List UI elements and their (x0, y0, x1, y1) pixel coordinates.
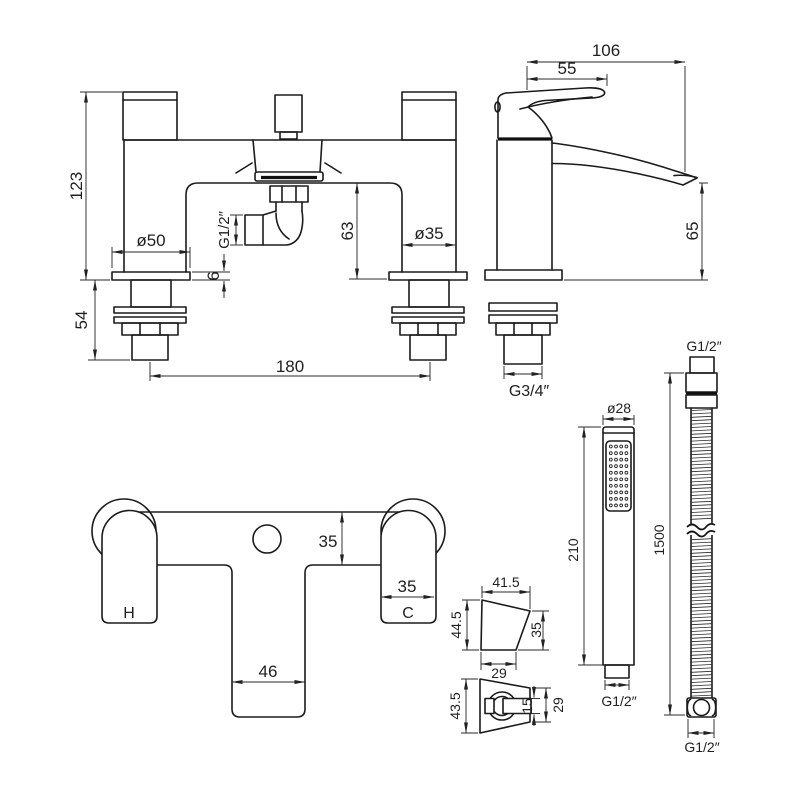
dim-deck-to-body: 63 (338, 222, 357, 241)
front-left-tail (113, 279, 187, 361)
dim-base-plate-thickness: 6 (204, 271, 223, 280)
dim-spout-height: 65 (683, 222, 702, 241)
handle-pivot-cap (494, 101, 501, 113)
bracket-front-dimensions: 43.5 15 29 (447, 678, 566, 734)
dim-left-base-diameter: ø50 (136, 231, 165, 250)
diverter-knob (274, 94, 303, 133)
dim-bracket-top-width: 41.5 (492, 574, 519, 590)
spray-dots (608, 444, 629, 508)
dim-overall-depth: 106 (592, 41, 620, 60)
bracket-clip-bar (502, 697, 532, 715)
front-right-tail (391, 279, 465, 361)
dim-bracket-back-height: 35 (528, 622, 544, 638)
bracket-clip-hinge (484, 697, 495, 715)
front-view-outline (111, 91, 468, 361)
dim-handset-head-diameter: ø28 (607, 400, 631, 416)
dim-hose-top-thread: G1/2″ (686, 338, 721, 354)
shower-outlet-elbow (244, 210, 304, 246)
dim-right-base-diameter: ø35 (414, 224, 443, 243)
dim-handset-length: 210 (565, 538, 581, 562)
handset-body (602, 426, 635, 666)
bracket-front-view: 43.5 15 29 (447, 678, 566, 734)
dim-body-depth: 35 (319, 532, 338, 551)
plan-hot-handle (101, 509, 158, 624)
cold-label: C (402, 605, 414, 622)
dim-shower-outlet-thread: G1/2″ (216, 210, 233, 249)
dim-inlet-centres: 180 (276, 357, 304, 376)
dim-inlet-thread: G3/4″ (509, 383, 550, 400)
plan-view-dimensions: 35 35 46 (231, 511, 435, 685)
handset-connector-nut (604, 664, 630, 679)
dim-hose-bottom-thread: G1/2″ (684, 739, 719, 755)
dim-bracket-front-height: 44.5 (448, 611, 464, 638)
dim-handle-length: 55 (558, 59, 577, 78)
bracket-side-outline (480, 599, 531, 651)
handset-dimensions: ø28 210 G1/2″ (565, 400, 637, 709)
hose-tube (685, 407, 718, 699)
dim-handle-width: 35 (398, 577, 417, 596)
front-view: 123 54 ø50 6 ø35 63 (67, 91, 468, 381)
side-spout (551, 142, 698, 186)
side-view: 106 55 65 G3/4″ (484, 41, 708, 400)
dim-tail-length: 54 (72, 311, 91, 330)
hose-top-connector (685, 356, 718, 409)
plan-diverter-knob (252, 524, 282, 554)
plan-view: H C 35 35 46 (91, 498, 446, 718)
handset-view: ø28 210 G1/2″ (565, 400, 637, 709)
dim-hose-length: 1500 (651, 524, 667, 555)
dim-bracket-clip-slot: 15 (519, 698, 535, 714)
dim-bracket-height: 43.5 (447, 692, 463, 719)
handset-spray-face (605, 440, 632, 512)
dim-overall-height: 123 (67, 172, 86, 200)
plan-body (137, 511, 418, 718)
diverter-housing (254, 171, 324, 182)
dim-handset-thread: G1/2″ (601, 693, 636, 709)
dim-bracket-base-width: 29 (491, 665, 507, 681)
hose-view: G1/2″ 1500 (651, 338, 722, 755)
hose-break-mark (686, 522, 716, 531)
hot-label: H (123, 605, 135, 622)
bracket-side-view: 41.5 44.5 35 29 (448, 574, 549, 681)
front-view-dimensions: 123 54 ø50 6 ø35 63 (67, 91, 457, 381)
side-view-outline (484, 87, 698, 365)
diverter-nut (269, 185, 309, 203)
dim-spout-width: 46 (259, 662, 278, 681)
hose-dimensions: 1500 G1/2″ (651, 372, 720, 755)
plan-cold-handle (380, 509, 437, 624)
dim-bracket-depth: 29 (550, 697, 566, 713)
hose-bottom-nut (686, 697, 717, 718)
side-view-dimensions: 106 55 65 G3/4″ (503, 41, 708, 400)
bracket-front-outline (479, 678, 531, 734)
side-inlet-shank (503, 334, 543, 365)
bracket-side-dimensions: 41.5 44.5 35 29 (448, 574, 549, 681)
side-handle-lever (497, 87, 606, 139)
